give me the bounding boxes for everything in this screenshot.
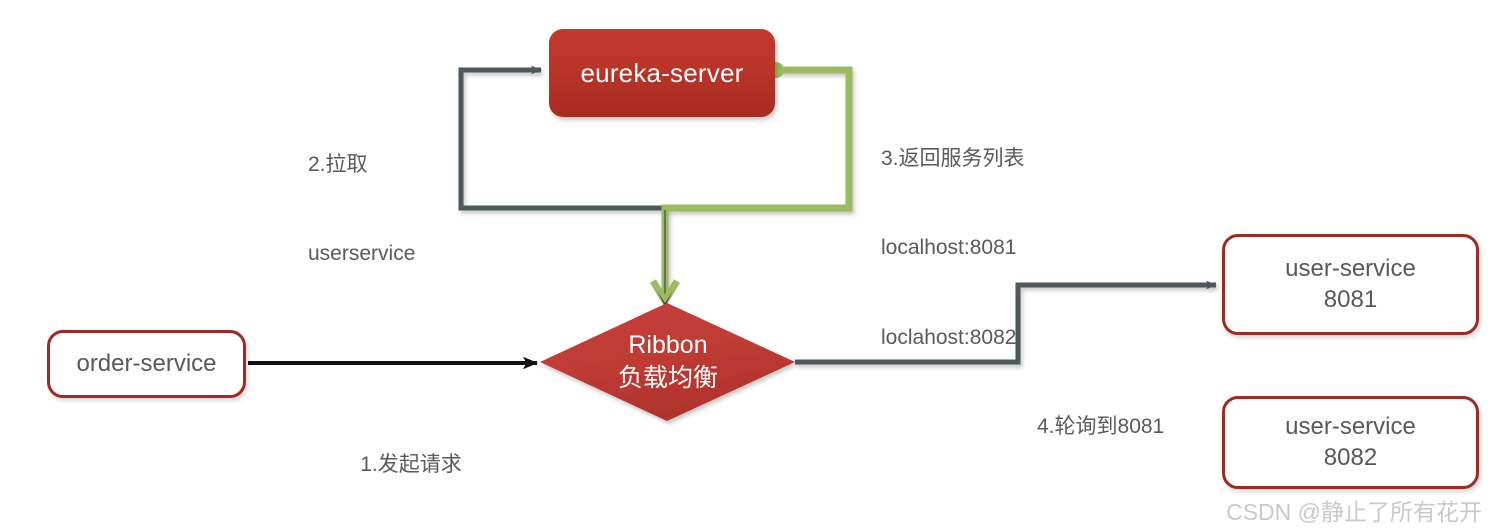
node-order-service[interactable]: order-service (47, 330, 246, 398)
order-service-label: order-service (76, 350, 217, 377)
eureka-server-label: eureka-server (580, 57, 744, 88)
edge-label-poll-line1: 4.轮询到8081 (1037, 414, 1165, 438)
node-user-service-8081[interactable]: user-service 8081 (1222, 234, 1479, 335)
edge-label-pull: 2.拉取 userservice (308, 90, 415, 329)
user-service-8082-name: user-service (1285, 412, 1416, 440)
edge-label-pull-line1: 2.拉取 (308, 152, 368, 176)
node-eureka-server[interactable]: eureka-server (549, 29, 775, 117)
edge-label-return-line3: loclahost:8082 (881, 325, 1017, 349)
edge-label-return-line1: 3.返回服务列表 (881, 146, 1025, 170)
edge-label-return-line2: localhost:8081 (881, 236, 1017, 260)
user-service-8081-name: user-service (1285, 254, 1416, 282)
edge-pull-userservice (458, 65, 665, 211)
edge-label-request: 1.发起请求 http://userservice/user/1 (277, 390, 545, 529)
ribbon-diamond-shape (540, 303, 795, 421)
user-service-8081-port: 8081 (1323, 285, 1378, 313)
edge-poll-to-8081 (795, 280, 1217, 365)
edge-label-request-line1: 1.发起请求 (360, 452, 462, 476)
edge-label-return: 3.返回服务列表 localhost:8081 loclahost:8082 (881, 84, 1025, 412)
edge-label-poll: 4.轮询到8081 (1037, 352, 1164, 501)
csdn-watermark: CSDN @静止了所有花开 (1226, 499, 1482, 525)
edge-return-arrowhead-core (657, 291, 673, 306)
user-service-8082-port: 8082 (1323, 443, 1378, 471)
edge-label-pull-line2: userservice (308, 242, 416, 266)
edge-return-arrowhead (649, 279, 681, 308)
node-user-service-8082[interactable]: user-service 8082 (1222, 396, 1479, 489)
